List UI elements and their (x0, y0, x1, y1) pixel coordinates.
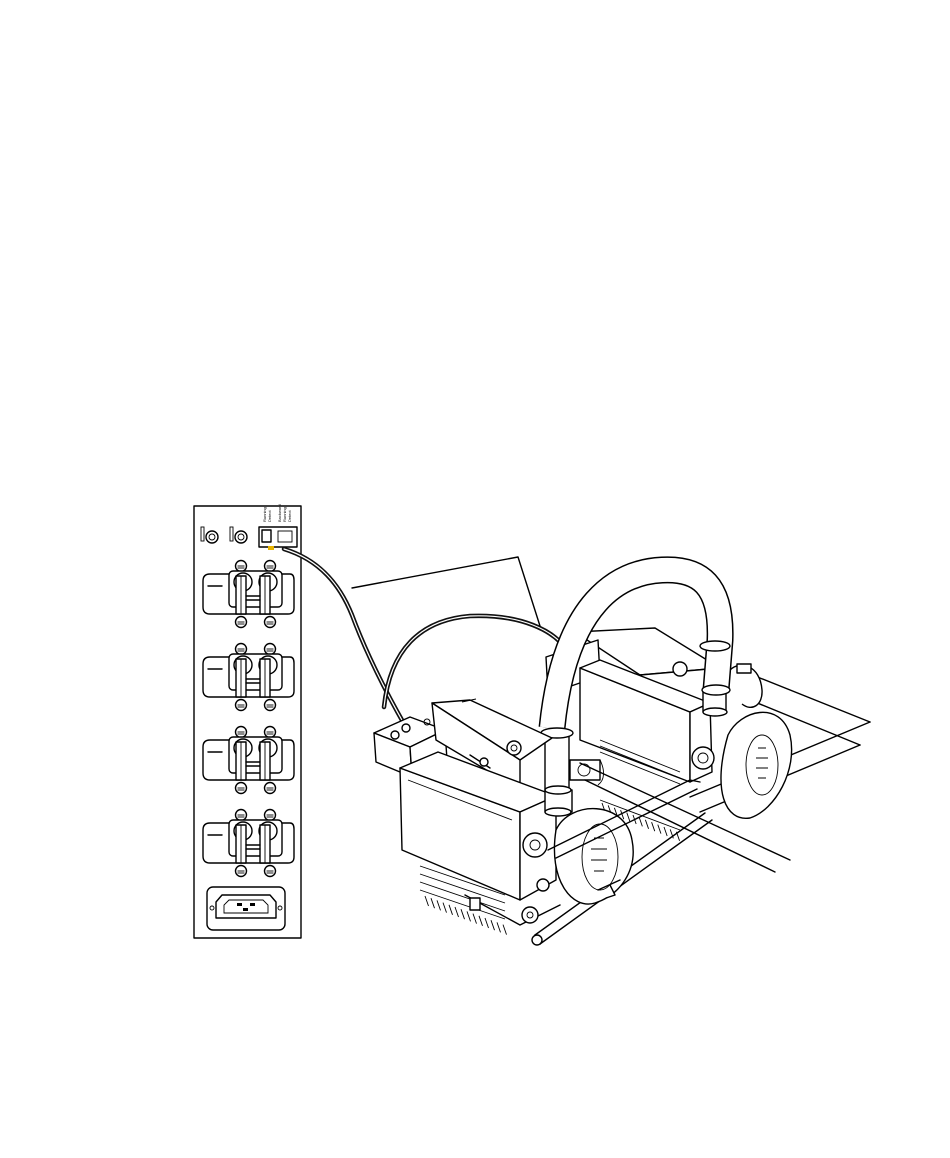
running-detect-block (259, 527, 297, 550)
front-pump-end-cap (554, 809, 633, 904)
power-inlet (207, 887, 285, 930)
front-pump-foot (470, 898, 480, 910)
indicator-knob-1 (206, 531, 218, 543)
detect-connector (262, 530, 271, 542)
front-pump-controller (400, 752, 556, 919)
interconnect-cable (384, 616, 568, 707)
panel-label-top-2: Detect (267, 510, 272, 522)
control-panel: Running Detect Backward Running Detect (194, 504, 301, 938)
panel-label-side-3: Detect (287, 510, 292, 522)
front-pump-lifting-eye (507, 741, 521, 755)
accent-marker (268, 546, 274, 550)
callout-leader-line (352, 557, 540, 626)
indicator-knob-2 (235, 531, 247, 543)
